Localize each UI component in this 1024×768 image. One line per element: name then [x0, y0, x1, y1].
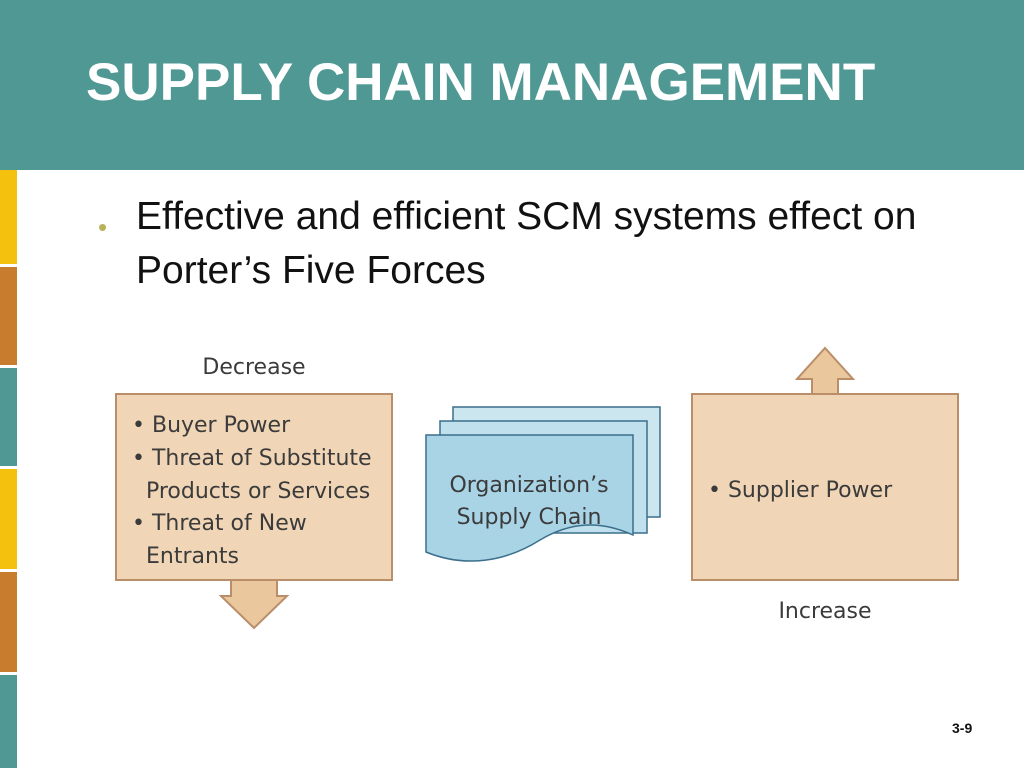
slide-number: 3-9 [952, 720, 973, 736]
up-arrow-icon [794, 346, 856, 395]
decrease-item: Entrants [132, 544, 239, 569]
bullet-dot-icon: • [98, 212, 108, 242]
bullet-text: Effective and efficient SCM systems effe… [136, 195, 917, 292]
side-color-bar-4 [0, 469, 17, 569]
side-color-bar-5 [0, 572, 17, 672]
increase-item: • Supplier Power [708, 478, 893, 503]
decrease-label: Decrease [202, 355, 305, 380]
increase-box [691, 393, 959, 581]
slide-title: SUPPLY CHAIN MANAGEMENT [86, 53, 876, 112]
increase-label: Increase [778, 599, 871, 624]
decrease-item: • Buyer Power [132, 413, 291, 438]
decrease-box [115, 393, 393, 581]
center-label-line2: Supply Chain [457, 505, 602, 530]
center-label-line1: Organization’s [449, 473, 608, 498]
side-color-bar-2 [0, 267, 17, 365]
decrease-item: • Threat of New [132, 511, 307, 536]
side-color-bar-1 [0, 170, 17, 264]
decrease-item: Products or Services [132, 479, 370, 504]
side-color-bar-6 [0, 675, 17, 768]
supply-chain-document-icon [425, 434, 634, 562]
down-arrow-icon [218, 579, 290, 630]
side-color-bar-3 [0, 368, 17, 466]
decrease-item: • Threat of Substitute [132, 446, 372, 471]
title-banner: SUPPLY CHAIN MANAGEMENT [0, 0, 1024, 170]
